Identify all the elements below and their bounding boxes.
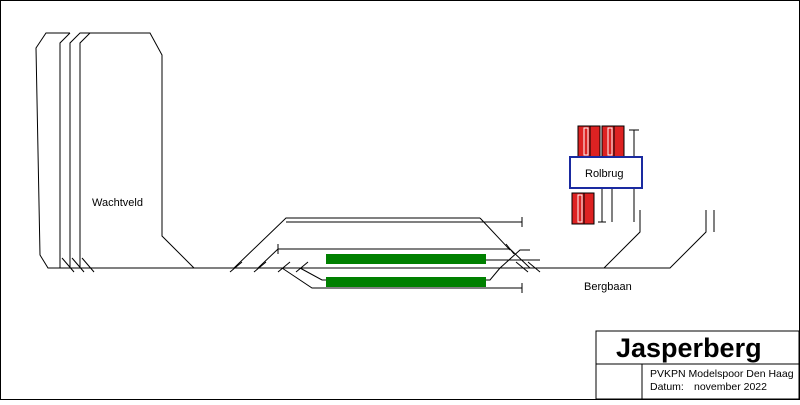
switch-3 — [277, 261, 291, 273]
wagon-top-2 — [601, 125, 625, 158]
rolbrug-area: Rolbrug — [569, 125, 643, 225]
wachtveld-sidings — [35, 32, 195, 273]
track-upper-left — [233, 217, 480, 269]
switch-5 — [505, 243, 515, 255]
switch-7 — [527, 261, 541, 273]
siding-1 — [35, 32, 74, 269]
track-upper-right-curve — [479, 217, 511, 251]
date-label: Datum: — [650, 381, 684, 393]
main-line — [190, 210, 707, 269]
rolbrug-label: Rolbrug — [585, 168, 624, 180]
track-right-cross — [499, 249, 530, 269]
rolbrug-lead — [540, 210, 641, 269]
title-block: Jasperberg PVKPN Modelspoor Den Haag Dat… — [595, 330, 800, 400]
wagon-top-1 — [577, 125, 601, 158]
club-text: PVKPN Modelspoor Den Haag — [650, 368, 794, 380]
bergbaan-label: Bergbaan — [584, 281, 632, 293]
platform-upper — [326, 254, 486, 264]
yard-tracks — [190, 210, 715, 293]
wagon-top-1-detail — [583, 127, 589, 156]
wagon-bottom — [571, 192, 595, 225]
switch-6 — [515, 261, 529, 273]
title-block-frame — [595, 330, 800, 400]
switch-2 — [253, 261, 267, 273]
track-middle-right — [509, 248, 531, 269]
track-lower — [281, 267, 522, 289]
switch-w1 — [81, 257, 95, 273]
wagon-top-2-detail — [607, 127, 613, 156]
siding-outer — [79, 32, 195, 269]
switch-w3 — [61, 257, 75, 273]
rolbrug-box — [569, 156, 643, 189]
title-text: Jasperberg — [616, 333, 762, 363]
track-middle-left-curve — [257, 248, 279, 269]
wachtveld-label: Wachtveld — [92, 197, 143, 209]
switch-markers — [229, 243, 541, 273]
date-value: november 2022 — [694, 381, 767, 393]
siding-3 — [69, 32, 94, 269]
switch-w2 — [71, 257, 85, 273]
wagon-bottom-detail — [577, 194, 583, 223]
switch-1 — [229, 261, 243, 273]
switch-4 — [295, 261, 309, 273]
platform-lower — [326, 277, 486, 287]
